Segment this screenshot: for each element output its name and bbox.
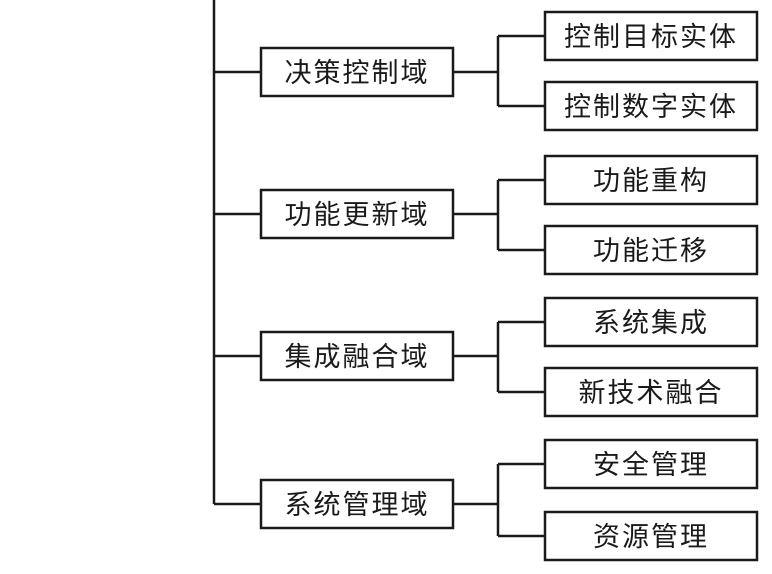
child-label: 资源管理 xyxy=(593,522,709,553)
domain-label: 集成融合域 xyxy=(285,342,430,373)
child-label: 新技术融合 xyxy=(579,378,724,409)
child-box xyxy=(543,438,759,490)
child-box xyxy=(543,154,759,206)
domain-label: 功能更新域 xyxy=(285,200,430,231)
child-box xyxy=(543,10,759,62)
child-label: 功能重构 xyxy=(593,166,709,197)
child-label: 功能迁移 xyxy=(593,236,709,267)
domain-box xyxy=(259,330,455,382)
child-label: 控制目标实体 xyxy=(564,22,738,53)
child-box xyxy=(543,224,759,276)
child-box xyxy=(543,366,759,418)
domain-group-function-update: 功能更新域 功能重构 功能迁移 xyxy=(214,154,759,276)
child-box xyxy=(543,296,759,348)
child-label: 系统集成 xyxy=(593,308,709,339)
domain-box xyxy=(259,478,455,530)
domain-group-system-management: 系统管理域 安全管理 资源管理 xyxy=(214,438,759,562)
domain-label: 系统管理域 xyxy=(285,490,430,521)
child-box xyxy=(543,80,759,132)
domain-group-integration-fusion: 集成融合域 系统集成 新技术融合 xyxy=(214,296,759,418)
domain-label: 决策控制域 xyxy=(285,58,430,89)
child-label: 安全管理 xyxy=(593,450,709,481)
domain-group-decision-control: 决策控制域 控制目标实体 控制数字实体 xyxy=(214,10,759,132)
domain-box xyxy=(259,188,455,240)
child-label: 控制数字实体 xyxy=(564,92,738,123)
child-box xyxy=(543,510,759,562)
